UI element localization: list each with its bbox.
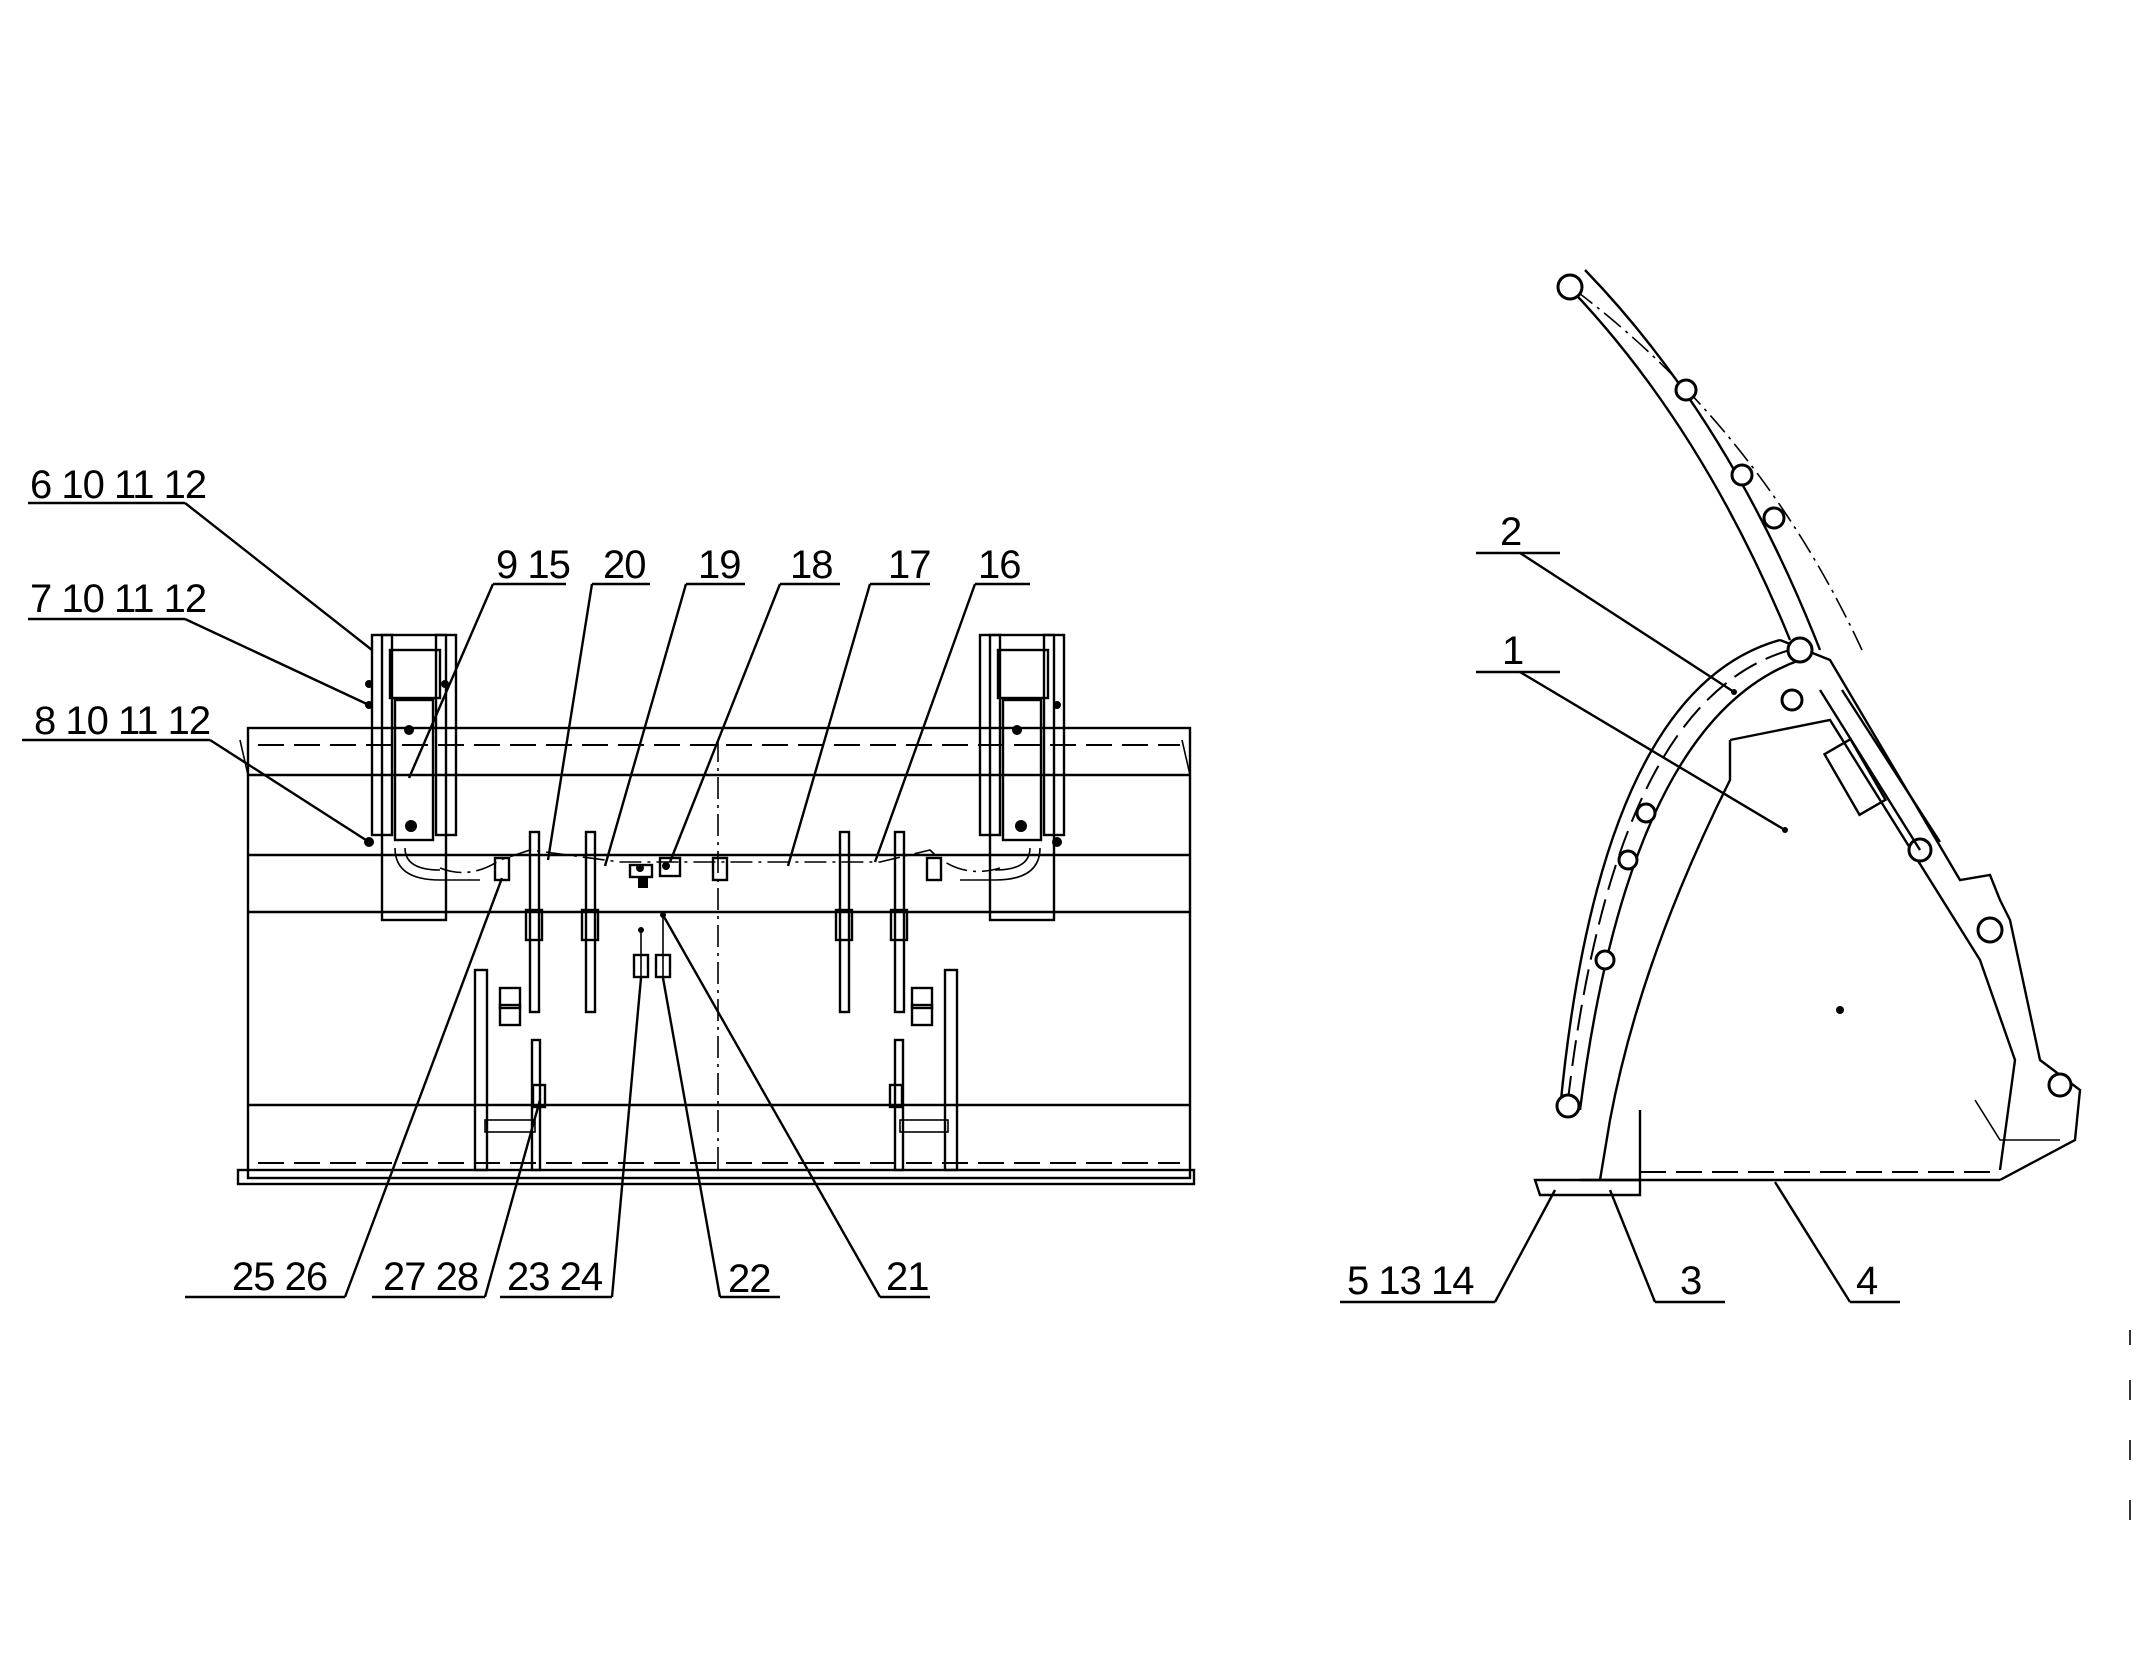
right-bracket <box>960 633 1066 922</box>
callout-5-13-14: 5 13 14 <box>1347 1259 1474 1303</box>
cylinder <box>1818 689 1942 851</box>
callout-17: 17 <box>888 543 931 587</box>
callout-19: 19 <box>698 543 741 587</box>
left-bracket <box>364 633 480 922</box>
bucket-body-front <box>236 726 1196 1186</box>
callout-2: 2 <box>1500 510 1521 554</box>
callout-22: 22 <box>728 1257 771 1301</box>
front-leaders <box>22 501 1030 1299</box>
callout-16: 16 <box>978 543 1021 587</box>
callout-1: 1 <box>1502 629 1523 673</box>
callout-9-15: 9 15 <box>496 543 570 587</box>
callout-25-26: 25 26 <box>232 1255 327 1299</box>
callout-3: 3 <box>1680 1259 1701 1303</box>
callout-4: 4 <box>1856 1259 1878 1303</box>
callout-21: 21 <box>886 1255 929 1299</box>
callout-20: 20 <box>603 543 646 587</box>
callout-23-24: 23 24 <box>507 1255 603 1299</box>
side-leaders <box>1340 551 1900 1304</box>
callout-8: 8 10 11 12 <box>34 699 210 743</box>
callout-7: 7 10 11 12 <box>30 577 206 621</box>
callout-6: 6 10 11 12 <box>30 463 206 507</box>
vertical-rods <box>473 830 959 1172</box>
front-view: 6 10 11 12 7 10 11 12 8 10 11 12 9 15 20… <box>22 463 1196 1301</box>
side-view: 2 1 5 13 14 3 4 <box>1340 269 2082 1304</box>
callout-18: 18 <box>790 543 833 587</box>
callout-27-28: 27 28 <box>383 1255 478 1299</box>
center-fittings <box>632 912 672 979</box>
bucket-side <box>1533 636 2082 1197</box>
upper-arm <box>1556 269 1863 651</box>
